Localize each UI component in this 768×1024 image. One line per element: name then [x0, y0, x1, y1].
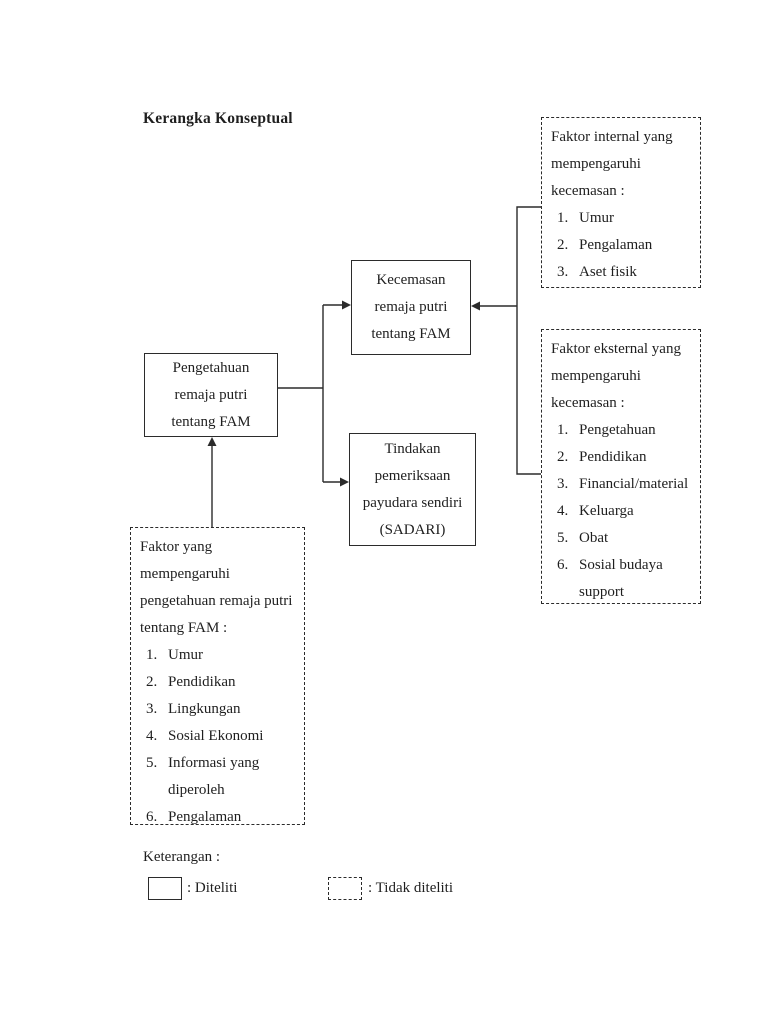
box-tindakan-sadari: Tindakan pemeriksaan payudara sendiri (S… [349, 433, 476, 546]
box-heading-line: kecemasan : [551, 183, 625, 199]
box-faktor-eksternal: Faktor eksternal yang mempengaruhi kecem… [541, 329, 701, 604]
box-heading-line: Faktor eksternal yang [551, 341, 681, 357]
legend-heading: Keterangan : [143, 849, 221, 865]
list-item: 2. Pengalaman [557, 237, 653, 253]
legend-solid-swatch [148, 877, 182, 900]
box-line: tentang FAM [371, 326, 451, 342]
list-item: 6. Sosial budaya support [557, 557, 663, 600]
box-line: Tindakan [384, 440, 441, 457]
list-item: 1. Umur [146, 647, 203, 663]
box-faktor-internal: Faktor internal yang mempengaruhi kecema… [541, 117, 701, 288]
box-heading-line: mempengaruhi [551, 156, 641, 172]
box-kecemasan-remaja-putri: Kecemasan remaja putri tentang FAM [351, 260, 471, 355]
list-item: 5. Informasi yang diperoleh [146, 755, 260, 798]
box-heading-line: kecemasan : [551, 395, 625, 411]
arrowhead-into-tindakan [340, 477, 349, 487]
box-line: remaja putri [374, 299, 448, 315]
box-heading-line: mempengaruhi [140, 566, 230, 582]
arrowhead-into-pengetahuan [207, 437, 217, 446]
legend-dashed-swatch [328, 877, 362, 900]
connector-pengetahuan-split [278, 304, 343, 483]
list-item: 3. Financial/material [557, 476, 689, 492]
box-heading-line: mempengaruhi [551, 368, 641, 384]
box-line: Kecemasan [376, 272, 446, 288]
legend-solid-label: : Diteliti [187, 880, 238, 896]
list-item: 5. Obat [557, 530, 609, 546]
connector-faktor-to-kecemasan [479, 206, 541, 475]
list-item: 2. Pendidikan [146, 674, 236, 690]
box-line: Pengetahuan [172, 359, 250, 376]
list-item: 3. Aset fisik [557, 264, 637, 280]
box-line: pemeriksaan [374, 467, 451, 484]
list-item: 3. Lingkungan [146, 701, 241, 717]
box-faktor-pengetahuan: Faktor yang mempengaruhi pengetahuan rem… [130, 527, 305, 825]
list-item: 1. Umur [557, 210, 614, 226]
box-heading-line: Faktor internal yang [551, 129, 673, 145]
list-item: 6. Pengalaman [146, 809, 242, 825]
list-item: 4. Sosial Ekonomi [146, 728, 264, 744]
page-title: Kerangka Konseptual [143, 110, 293, 127]
legend-dashed-label: : Tidak diteliti [368, 880, 454, 896]
list-item: 2. Pendidikan [557, 449, 647, 465]
box-line: remaja putri [174, 386, 248, 403]
arrowhead-into-kecemasan-right [471, 301, 480, 311]
box-heading-line: tentang FAM : [140, 620, 228, 636]
arrowhead-into-kecemasan-left [342, 300, 351, 310]
box-heading-line: pengetahuan remaja putri [140, 593, 293, 609]
box-line: (SADARI) [379, 521, 446, 538]
list-item: 4. Keluarga [557, 503, 634, 519]
box-pengetahuan-remaja-putri: Pengetahuan remaja putri tentang FAM [144, 353, 278, 437]
box-line: payudara sendiri [362, 494, 463, 511]
box-heading-line: Faktor yang [140, 539, 213, 555]
list-item: 1. Pengetahuan [557, 422, 656, 438]
box-line: tentang FAM [171, 413, 251, 430]
